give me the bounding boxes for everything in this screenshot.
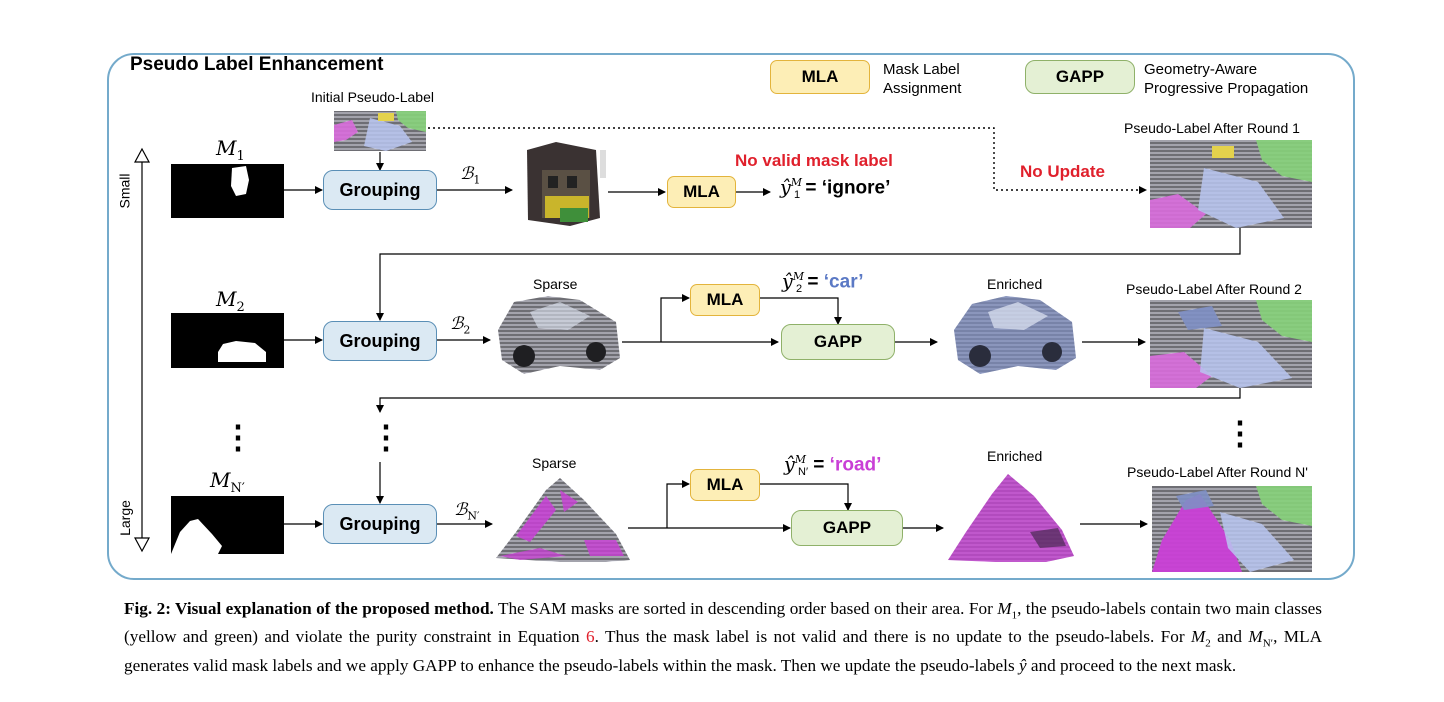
- grouping-box-1: Grouping: [323, 170, 437, 210]
- axis-large-label: Large: [116, 500, 133, 536]
- diagram-canvas: [107, 53, 1355, 580]
- branch-up-N: [666, 480, 690, 528]
- mla-box-1: MLA: [667, 176, 736, 208]
- mla-box-N: MLA: [690, 469, 760, 501]
- mask-1-image: [171, 164, 284, 218]
- mask-2-image: [171, 313, 284, 368]
- after-round-2-label: Pseudo-Label After Round 2: [1126, 281, 1302, 297]
- segment-b2-sparse-car: [498, 296, 620, 374]
- connector-round1-round2: [376, 228, 1241, 321]
- mask-N-image: [171, 496, 284, 554]
- mla-to-gapp-N: [760, 483, 852, 511]
- pseudo-label-roundN-image: [1152, 486, 1312, 572]
- segment-b2-enriched-car: [954, 296, 1076, 374]
- pred-2: ŷM2 = ‘car’: [782, 270, 864, 296]
- segment-bN-enriched-road: [948, 474, 1074, 562]
- caption-bold: Fig. 2: Visual explanation of the propos…: [124, 599, 494, 618]
- mla-to-gapp-2: [760, 297, 842, 325]
- equation-link[interactable]: 6: [586, 627, 595, 647]
- ellipsis-after: ⋮: [1224, 415, 1256, 451]
- after-round-N-label: Pseudo-Label After Round N': [1127, 464, 1308, 480]
- pseudo-label-round1-image: [1150, 140, 1312, 228]
- grouping-box-N: Grouping: [323, 504, 437, 544]
- legend-mla-desc-2: Assignment: [883, 80, 962, 97]
- bN-label: ℬN′: [454, 500, 480, 523]
- grouping-box-2: Grouping: [323, 321, 437, 361]
- ellipsis-axis: ⋮: [222, 419, 254, 455]
- connector-round2-roundN: [376, 388, 1241, 413]
- legend-gapp-desc-2: Progressive Propagation: [1144, 80, 1309, 97]
- mla-box-2: MLA: [690, 284, 760, 316]
- initial-pseudo-label-caption: Initial Pseudo-Label: [311, 89, 434, 105]
- axis-small-label: Small: [116, 173, 133, 209]
- pseudo-label-round2-image: [1150, 300, 1312, 388]
- gapp-box-2: GAPP: [781, 324, 895, 360]
- panel-border: [107, 53, 1355, 580]
- segment-b1-image: [527, 142, 606, 226]
- branch-up-2: [660, 294, 690, 342]
- segment-bN-sparse-road: [496, 478, 630, 562]
- sparse-label-2: Sparse: [533, 276, 578, 292]
- pred-N: ŷMN′ = ‘road’: [784, 453, 882, 479]
- no-update-label: No Update: [1020, 162, 1105, 181]
- figure-caption: Fig. 2: Visual explanation of the propos…: [124, 599, 1323, 675]
- b2-label: ℬ2: [450, 314, 471, 337]
- enriched-label-N: Enriched: [987, 448, 1043, 464]
- panel-title: Pseudo Label Enhancement: [130, 54, 384, 75]
- legend-gapp-desc-1: Geometry-Aware: [1144, 61, 1258, 78]
- mask-1-label: M1: [216, 136, 245, 164]
- no-update-dotted-line: [428, 127, 1147, 194]
- mask-N-label: MN′: [210, 468, 245, 496]
- legend-mla-desc-1: Mask Label: [883, 61, 960, 78]
- enriched-label-2: Enriched: [987, 276, 1043, 292]
- legend-gapp-box: GAPP: [1025, 60, 1135, 94]
- mask-2-label: M2: [216, 287, 245, 315]
- legend-mla-box: MLA: [770, 60, 870, 94]
- size-axis-bottom-head: [133, 537, 151, 553]
- pred-1: ŷM1 = ‘ignore’: [780, 176, 891, 202]
- size-axis-top-head: [133, 147, 151, 163]
- sparse-label-N: Sparse: [532, 455, 577, 471]
- b1-label: ℬ1: [460, 164, 481, 187]
- after-round-1-label: Pseudo-Label After Round 1: [1124, 120, 1300, 136]
- no-valid-mask-label: No valid mask label: [735, 151, 893, 170]
- ellipsis-grouping: ⋮: [370, 419, 402, 455]
- gapp-box-N: GAPP: [791, 510, 903, 546]
- initial-pseudo-label-image: [334, 111, 426, 151]
